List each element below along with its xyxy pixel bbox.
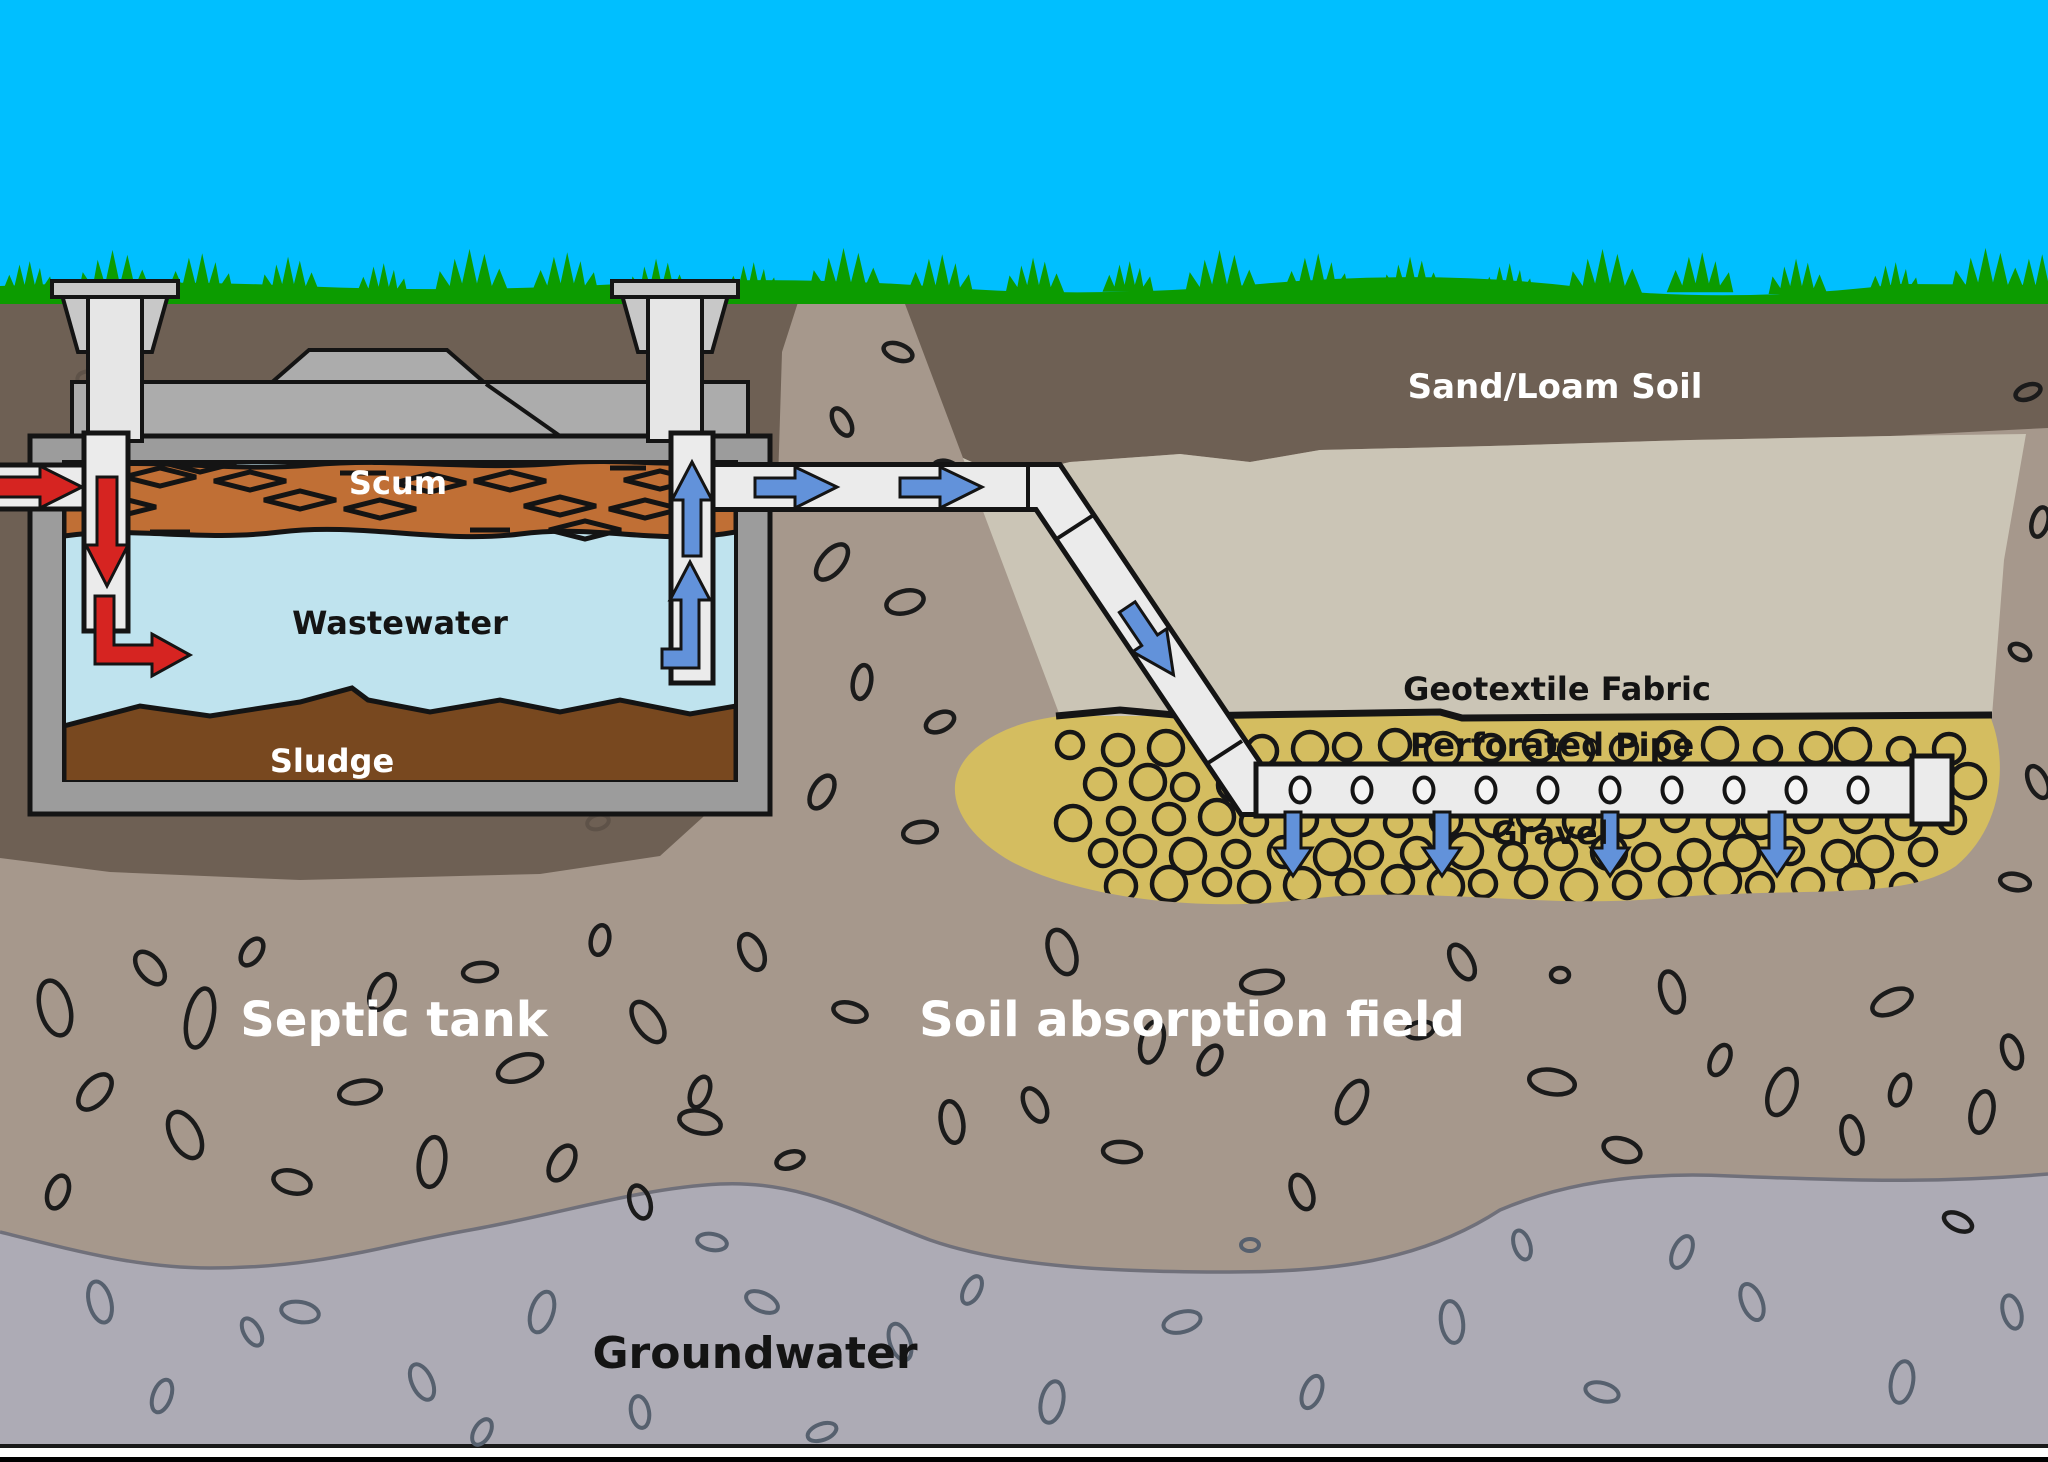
label-sludge: Sludge — [270, 742, 394, 780]
bottom-divider — [0, 1444, 2048, 1448]
inspection-riser-left — [50, 279, 180, 443]
topsoil-band — [902, 296, 2048, 477]
sludge-layer — [64, 685, 736, 780]
geotextile-line — [1055, 706, 1993, 722]
pipe-flow-arrow-2 — [898, 464, 986, 511]
label-groundwater: Groundwater — [592, 1328, 917, 1379]
outlet-bottom-arrow — [660, 558, 713, 670]
sand-loam-layer — [963, 434, 2026, 716]
perforated-pipe — [1253, 753, 1955, 879]
scum-layer — [64, 462, 736, 540]
inlet-bottom-arrow — [93, 594, 194, 679]
grass-strip — [0, 277, 2048, 304]
inlet-assembly — [0, 430, 194, 679]
pipe-flow-arrow-slope — [1117, 599, 1176, 678]
groundwater-surface-line — [0, 1172, 2048, 1274]
bottom-black-strip — [0, 1457, 2048, 1462]
perforation-holes — [1288, 775, 1870, 805]
inlet-down-arrow — [83, 475, 131, 590]
label-wastewater: Wastewater — [292, 604, 508, 642]
riser-shaft — [86, 293, 144, 443]
label-septic-tank: Septic tank — [240, 992, 549, 1048]
pipe-flow-arrow-1 — [753, 464, 841, 511]
inspection-riser-right — [610, 279, 740, 443]
label-geotextile-fabric: Geotextile Fabric — [1403, 670, 1711, 708]
label-gravel: Gravel — [1491, 814, 1608, 852]
label-soil-absorption-field: Soil absorption field — [919, 992, 1465, 1048]
outlet-assembly — [660, 430, 1176, 686]
label-sand-loam-soil: Sand/Loam Soil — [1408, 367, 1703, 407]
inlet-flow-arrow — [0, 463, 86, 511]
groundwater-layer — [0, 1174, 2048, 1446]
tank-lid-hump — [264, 348, 492, 386]
riser-lip — [50, 279, 180, 299]
soil-pebbles — [36, 340, 2048, 1234]
perforated-pipe-endcap — [1909, 753, 1955, 827]
sky — [0, 0, 2048, 300]
septic-tank — [27, 279, 773, 817]
label-perforated-pipe: Perforated Pipe — [1410, 726, 1694, 764]
tank-lid-slab — [70, 380, 750, 438]
riser-lip — [610, 279, 740, 299]
outlet-up-arrow — [669, 458, 715, 558]
labels: Sand/Loam Soil Scum Wastewater Sludge Ge… — [240, 367, 1711, 1379]
label-scum: Scum — [349, 464, 447, 502]
percolation-arrows — [1271, 810, 1799, 879]
bottom-white-strip — [0, 1448, 2048, 1457]
riser-shaft — [646, 293, 704, 443]
groundwater-pebbles — [86, 1228, 2024, 1447]
pipe-joint-seams — [1026, 464, 1244, 765]
